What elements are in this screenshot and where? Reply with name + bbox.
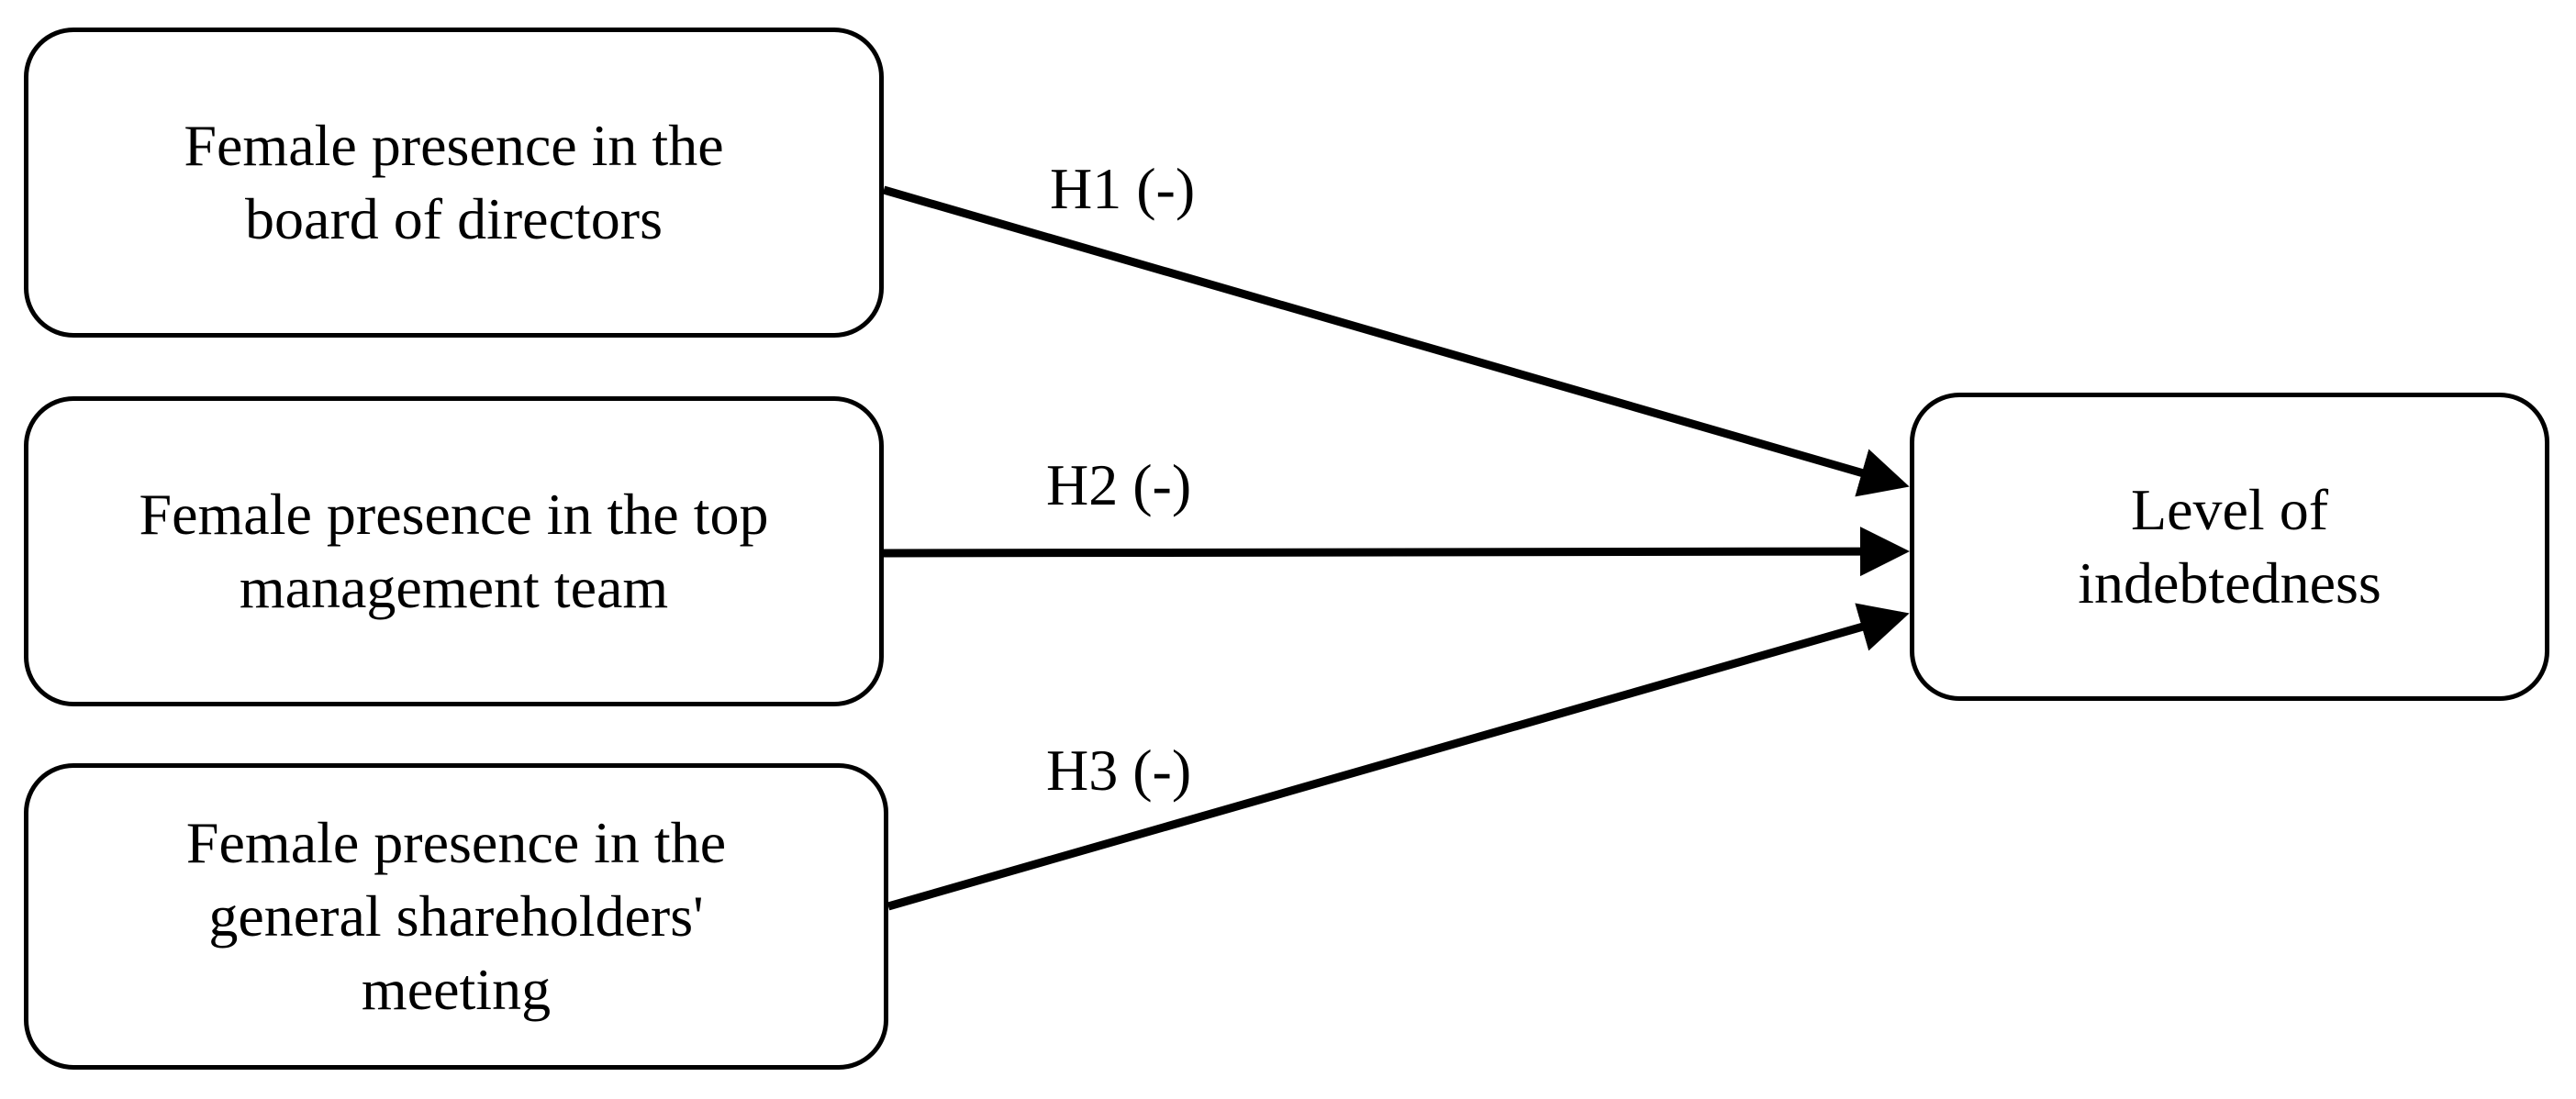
edge-label-h3: H3 (-) — [1046, 738, 1192, 803]
node-top-management-team-label: Female presence in the top management te… — [139, 482, 769, 620]
edge-label-h1: H1 (-) — [1050, 156, 1196, 221]
arrow-h1 — [882, 185, 1910, 497]
edge-label-h2: H2 (-) — [1046, 452, 1192, 517]
node-top-management-team: Female presence in the top management te… — [24, 396, 884, 706]
arrow-h2 — [883, 527, 1910, 577]
node-board-of-directors: Female presence in the board of director… — [24, 28, 884, 338]
arrow-h3 — [887, 603, 1910, 911]
node-board-of-directors-label: Female presence in the board of director… — [184, 113, 724, 251]
node-general-shareholders-meeting-label: Female presence in the general sharehold… — [185, 810, 727, 1022]
node-general-shareholders-meeting: Female presence in the general sharehold… — [24, 763, 888, 1070]
node-level-of-indebtedness: Level of indebtedness — [1910, 393, 2549, 701]
node-level-of-indebtedness-label: Level of indebtedness — [2078, 477, 2381, 616]
